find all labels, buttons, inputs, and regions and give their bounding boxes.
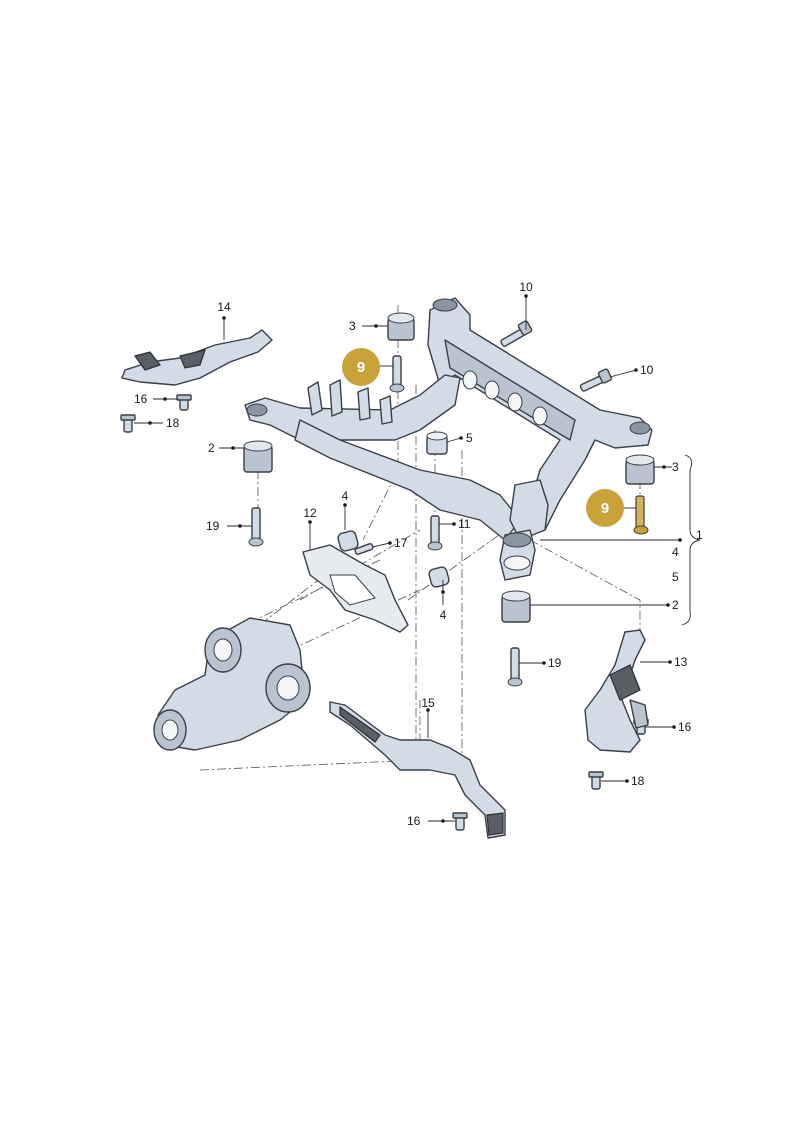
callout-4-right: 4	[672, 545, 679, 559]
callout-4-upper: 4	[342, 489, 349, 503]
badge-9-right-text: 9	[601, 500, 609, 517]
callout-14: 14	[217, 300, 231, 314]
bolt-9-right	[633, 495, 649, 535]
bolt-18-right	[588, 771, 604, 790]
bracket-13	[584, 629, 649, 753]
bolt-19-right	[507, 647, 523, 687]
callout-16-bottom: 16	[407, 814, 421, 828]
callout-3-right: 3	[672, 460, 679, 474]
bolt-10-upper	[500, 320, 533, 347]
callout-13: 13	[674, 655, 688, 669]
bushing-front-left-lower	[243, 440, 273, 473]
callout-3-left: 3	[349, 319, 356, 333]
callout-2-right: 2	[672, 598, 679, 612]
callout-12: 12	[303, 506, 317, 520]
rubber-bushing-4-lower	[428, 566, 450, 588]
gasket-12	[302, 544, 409, 633]
callout-19-left: 19	[206, 519, 220, 533]
bolt-9-left	[389, 355, 405, 393]
badge-9-left: 9	[342, 348, 380, 386]
callout-11: 11	[458, 517, 471, 531]
rear-subframe	[244, 297, 653, 581]
callout-10-upper: 10	[519, 280, 533, 294]
callout-16-left: 16	[134, 392, 148, 406]
bushing-rear-right-upper	[625, 454, 655, 485]
bushing-rear-right-lower	[501, 590, 531, 623]
badge-9-right: 9	[586, 489, 624, 527]
callout-18-right: 18	[631, 774, 645, 788]
leader-dots	[148, 294, 682, 823]
bushing-front-left-upper	[387, 312, 415, 341]
bolt-19-left	[248, 507, 264, 547]
rubber-bushing-4-upper	[337, 530, 359, 552]
leader-lines	[134, 296, 701, 822]
callout-19-right: 19	[548, 656, 562, 670]
bolt-16-left	[176, 394, 192, 411]
callout-16-right: 16	[678, 720, 692, 734]
differential-housing	[153, 617, 311, 751]
bolt-10-right	[579, 368, 613, 392]
callout-15: 15	[421, 696, 435, 710]
bolt-17	[354, 542, 374, 556]
callout-18-left: 18	[166, 416, 180, 430]
callout-2-left: 2	[208, 441, 215, 455]
callout-5-right: 5	[672, 570, 679, 584]
heat-shield-14	[121, 329, 273, 386]
bolt-16-bottom	[452, 812, 468, 831]
bolt-11	[427, 515, 443, 551]
spacer-bushing-5	[426, 431, 448, 455]
bolt-18-left	[120, 414, 136, 433]
callout-1: 1	[696, 528, 703, 542]
badge-9-left-text: 9	[357, 359, 365, 376]
callout-4-lower: 4	[440, 608, 447, 622]
badge-9-left-disc	[342, 348, 380, 386]
callout-5-upper: 5	[466, 431, 473, 445]
callout-10-right: 10	[640, 363, 654, 377]
callout-17: 17	[394, 536, 408, 550]
callout-labels: 14 10 10 3 3 16 18 2 5 1 4 4 4 5 2 19 12…	[134, 280, 703, 828]
badge-9-right-disc	[586, 489, 624, 527]
heat-shield-15	[329, 701, 506, 839]
